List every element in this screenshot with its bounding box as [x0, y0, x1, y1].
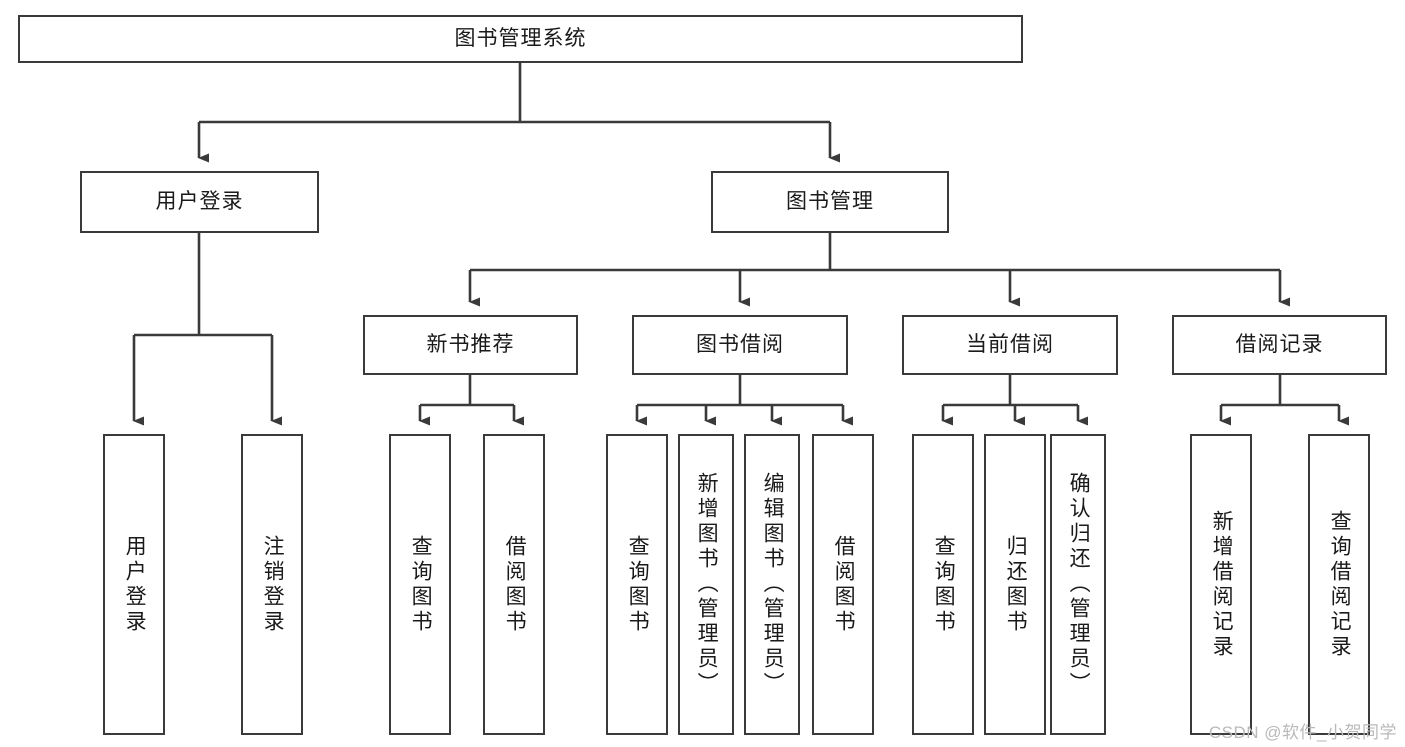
node-leaf-query-book-2-label: 查询图书: [626, 534, 650, 635]
watermark: CSDN @软件_小贺同学: [1208, 723, 1397, 742]
node-leaf-add-book[interactable]: 新增图书（管理员）: [678, 434, 734, 735]
node-book-manage-label: 图书管理: [786, 190, 874, 214]
node-leaf-edit-book-label: 编辑图书（管理员）: [761, 472, 785, 697]
node-borrow-record-label: 借阅记录: [1235, 333, 1324, 357]
node-leaf-user-login-label: 用户登录: [123, 534, 147, 635]
node-leaf-borrow-book-2[interactable]: 借阅图书: [812, 434, 874, 735]
node-book-borrow[interactable]: 图书借阅: [632, 315, 848, 375]
node-leaf-borrow-book-2-label: 借阅图书: [832, 534, 856, 635]
node-leaf-borrow-book-1-label: 借阅图书: [503, 534, 527, 635]
node-leaf-query-book-1-label: 查询图书: [409, 534, 433, 635]
node-leaf-add-record[interactable]: 新增借阅记录: [1190, 434, 1252, 735]
node-user-login[interactable]: 用户登录: [80, 171, 319, 233]
node-new-book-recommend-label: 新书推荐: [426, 333, 515, 357]
node-book-borrow-label: 图书借阅: [696, 333, 784, 357]
node-leaf-user-login[interactable]: 用户登录: [103, 434, 165, 735]
node-leaf-add-record-label: 新增借阅记录: [1210, 509, 1234, 660]
node-borrow-record[interactable]: 借阅记录: [1172, 315, 1387, 375]
node-leaf-query-record-label: 查询借阅记录: [1328, 509, 1352, 660]
node-leaf-borrow-book-1[interactable]: 借阅图书: [483, 434, 545, 735]
node-root-label: 图书管理系统: [454, 27, 587, 51]
node-leaf-query-record[interactable]: 查询借阅记录: [1308, 434, 1370, 735]
node-leaf-query-book-2[interactable]: 查询图书: [606, 434, 668, 735]
node-leaf-user-logout[interactable]: 注销登录: [241, 434, 303, 735]
node-current-borrow-label: 当前借阅: [966, 333, 1054, 357]
node-leaf-query-book-3[interactable]: 查询图书: [912, 434, 974, 735]
node-leaf-return-book[interactable]: 归还图书: [984, 434, 1046, 735]
node-leaf-edit-book[interactable]: 编辑图书（管理员）: [744, 434, 800, 735]
node-book-manage[interactable]: 图书管理: [711, 171, 949, 233]
node-current-borrow[interactable]: 当前借阅: [902, 315, 1118, 375]
node-leaf-confirm-return[interactable]: 确认归还（管理员）: [1050, 434, 1106, 735]
node-user-login-label: 用户登录: [155, 190, 244, 214]
node-leaf-query-book-3-label: 查询图书: [932, 534, 956, 635]
node-leaf-user-logout-label: 注销登录: [261, 534, 285, 635]
node-leaf-return-book-label: 归还图书: [1004, 534, 1028, 635]
node-leaf-add-book-label: 新增图书（管理员）: [695, 472, 719, 697]
node-leaf-query-book-1[interactable]: 查询图书: [389, 434, 451, 735]
node-leaf-confirm-return-label: 确认归还（管理员）: [1067, 472, 1091, 697]
node-root[interactable]: 图书管理系统: [18, 15, 1023, 63]
node-new-book-recommend[interactable]: 新书推荐: [363, 315, 578, 375]
